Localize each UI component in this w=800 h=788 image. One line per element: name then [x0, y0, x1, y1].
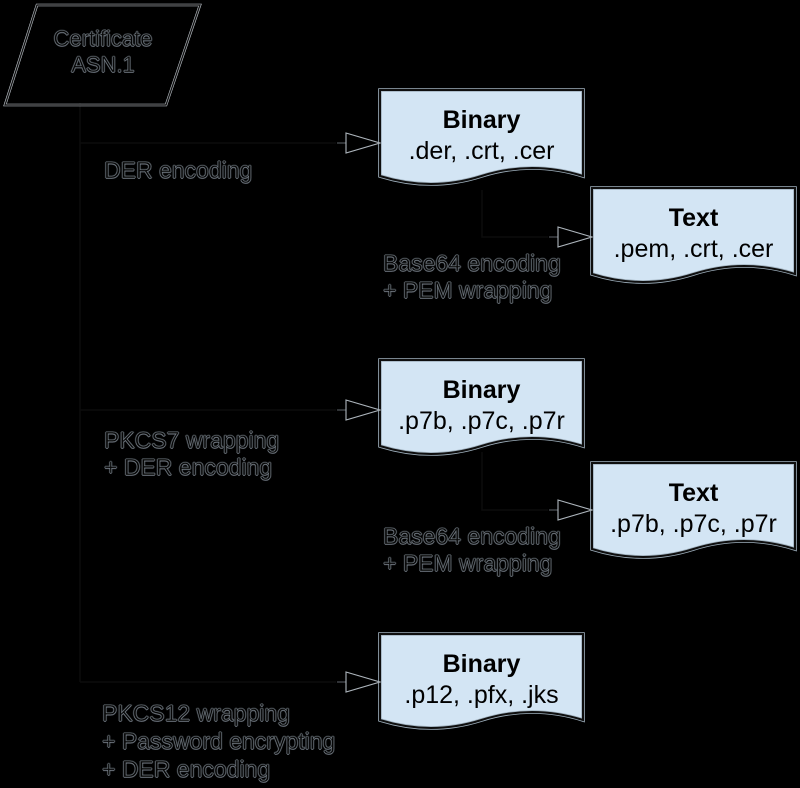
document-shape-border: [379, 633, 584, 729]
arrowhead-icon: [549, 499, 594, 521]
node-binary-der: Binary .der, .crt, .cer: [378, 88, 585, 198]
label-line: Base64 encoding: [383, 250, 561, 277]
label-line: PKCS7 wrapping: [104, 427, 280, 454]
node-text-p7: Text .p7b, .p7c, .p7r: [590, 461, 797, 571]
label-der-encoding: DER encoding: [104, 157, 253, 184]
document-shape-border: [379, 89, 584, 185]
doc-extensions: .pem, .crt, .cer: [613, 235, 774, 263]
node-binary-p7: Binary .p7b, .p7c, .p7r: [378, 358, 585, 468]
label-base64-pem-1: Base64 encoding + PEM wrapping: [383, 250, 561, 304]
arrowhead-icon: [337, 671, 382, 693]
arrowhead-icon: [337, 132, 382, 154]
certificate-asn1-label: Certificate ASN.1: [2, 26, 204, 78]
node-binary-p12: Binary .p12, .pfx, .jks: [378, 632, 585, 742]
node-certificate-asn1: Certificate ASN.1: [2, 2, 204, 108]
doc-extensions: .der, .crt, .cer: [408, 137, 555, 165]
label-line: + Password encrypting: [102, 728, 336, 755]
label-base64-pem-2: Base64 encoding + PEM wrapping: [383, 523, 561, 577]
doc-extensions: .p7b, .p7c, .p7r: [610, 510, 777, 538]
doc-title: Text: [668, 204, 719, 232]
doc-title: Binary: [442, 106, 521, 134]
doc-title: Binary: [442, 376, 521, 404]
parallelogram-shape: [4, 4, 201, 106]
certificate-label-line1: Certificate: [53, 26, 153, 52]
document-shape-border: [379, 359, 584, 455]
label-line: + DER encoding: [104, 454, 273, 481]
label-line: + DER encoding: [102, 756, 271, 783]
label-line: DER encoding: [104, 157, 253, 184]
certificate-label-line2: ASN.1: [71, 52, 135, 78]
label-pkcs7-der: PKCS7 wrapping + DER encoding: [104, 427, 280, 481]
label-line: + PEM wrapping: [383, 550, 553, 577]
label-pkcs12-password-der: PKCS12 wrapping + Password encrypting + …: [102, 699, 336, 783]
arrowhead-icon: [337, 399, 382, 421]
node-text-pem: Text .pem, .crt, .cer: [590, 186, 797, 296]
document-shape-border: [591, 187, 796, 283]
doc-title: Text: [668, 479, 719, 507]
doc-title: Binary: [442, 650, 521, 678]
document-shape-border: [591, 462, 796, 558]
label-line: Base64 encoding: [383, 523, 561, 550]
label-line: + PEM wrapping: [383, 277, 553, 304]
doc-extensions: .p7b, .p7c, .p7r: [398, 407, 565, 435]
doc-extensions: .p12, .pfx, .jks: [404, 681, 559, 709]
arrowhead-icon: [549, 226, 594, 248]
label-line: PKCS12 wrapping: [102, 700, 291, 727]
